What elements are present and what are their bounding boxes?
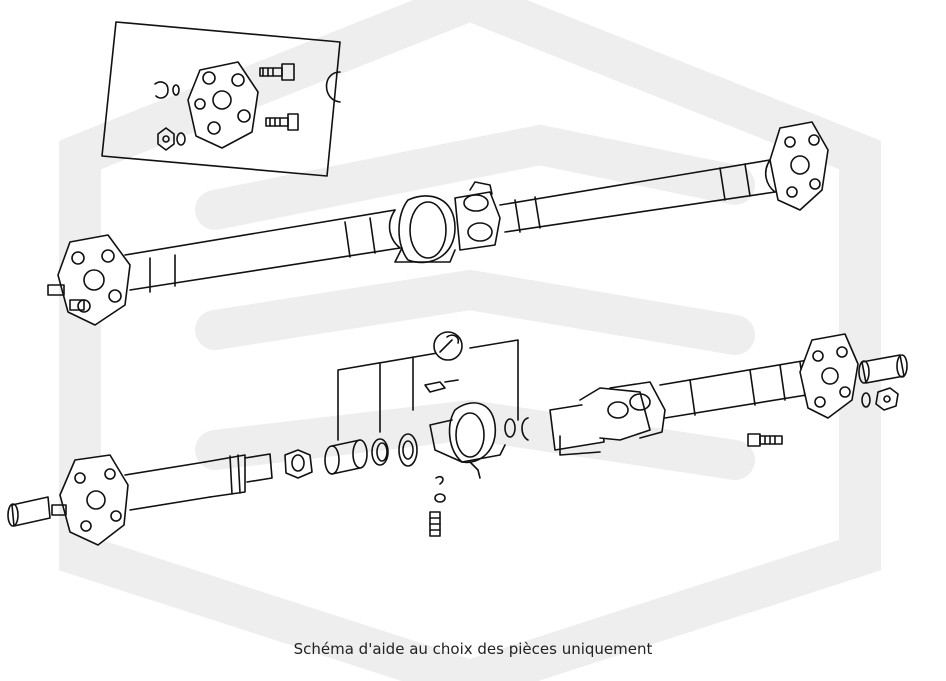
upper-rear-flange [769,121,829,211]
right-washers [861,387,899,411]
upper-center-bearing [394,195,456,264]
lower-bearing [398,433,418,467]
clip-small [154,81,180,99]
lower-front-flange [51,454,129,546]
lower-circlip [504,417,529,441]
mount-bolt [429,475,446,537]
right-bushing [858,354,908,384]
lower-center-bearing [429,402,506,479]
lower-nut [284,449,313,479]
lower-ring [371,438,389,466]
right-bolt [747,433,783,447]
upper-driveshaft [47,121,829,326]
lower-universal-joint [549,381,666,456]
bolt-top [259,63,295,81]
callout-lines [337,339,519,441]
upper-front-flange [47,234,131,326]
wrench-icon [433,331,463,361]
diagram-caption: Schéma d'aide au choix des pièces unique… [293,640,653,658]
bolt-bottom [265,113,299,131]
upper-universal-joint [454,181,501,251]
flex-disc [187,61,259,149]
left-bushing [7,496,51,527]
nut-small [157,127,186,151]
lower-rear-flange [799,333,859,419]
lower-driveshaft-exploded [7,331,908,546]
small-clip [424,379,459,393]
inset-detail-box [101,21,341,177]
lower-sleeve [324,439,368,475]
